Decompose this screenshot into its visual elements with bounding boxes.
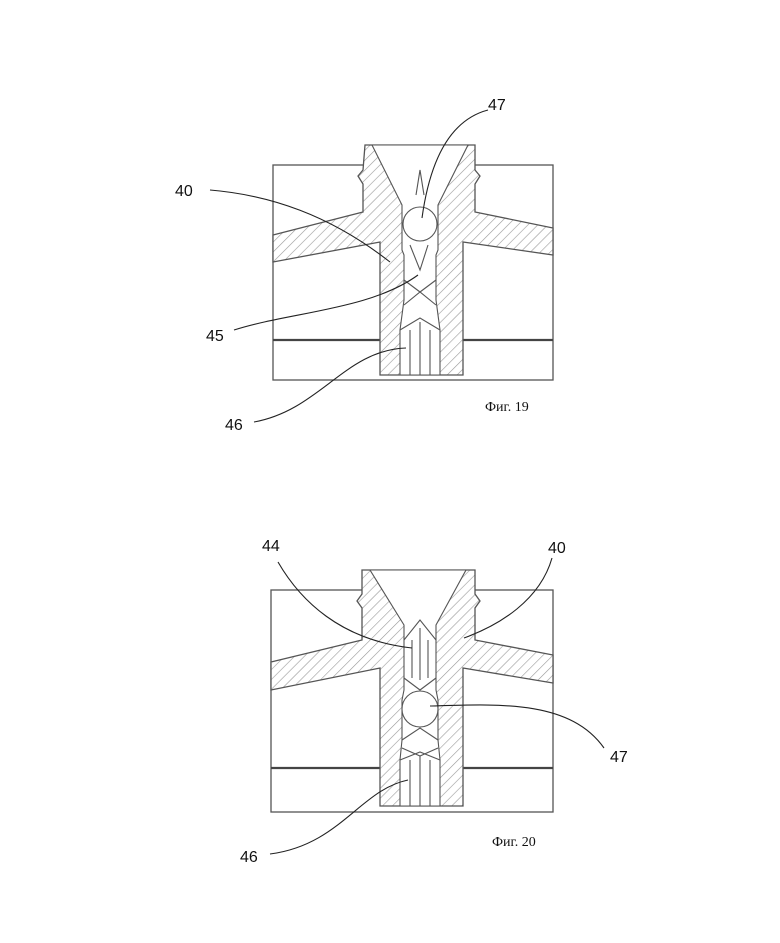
fig19-label-45: 45 xyxy=(206,328,224,345)
fig20-ball xyxy=(402,691,438,727)
fig20-label-44: 44 xyxy=(262,538,280,555)
fig19-label-47: 47 xyxy=(488,97,506,114)
fig20-label-47: 47 xyxy=(610,749,628,766)
fig19-label-46: 46 xyxy=(225,417,243,434)
fig20-label-40: 40 xyxy=(548,540,566,557)
fig20-caption: Фиг. 20 xyxy=(492,835,536,850)
figure-19: 47 40 45 46 Фиг. 19 xyxy=(175,97,553,434)
figure-20: 44 40 47 46 Фиг. 20 xyxy=(240,538,628,866)
fig19-caption: Фиг. 19 xyxy=(485,400,529,415)
fig19-label-40: 40 xyxy=(175,183,193,200)
fig20-label-46: 46 xyxy=(240,849,258,866)
fig19-ball xyxy=(403,207,437,241)
